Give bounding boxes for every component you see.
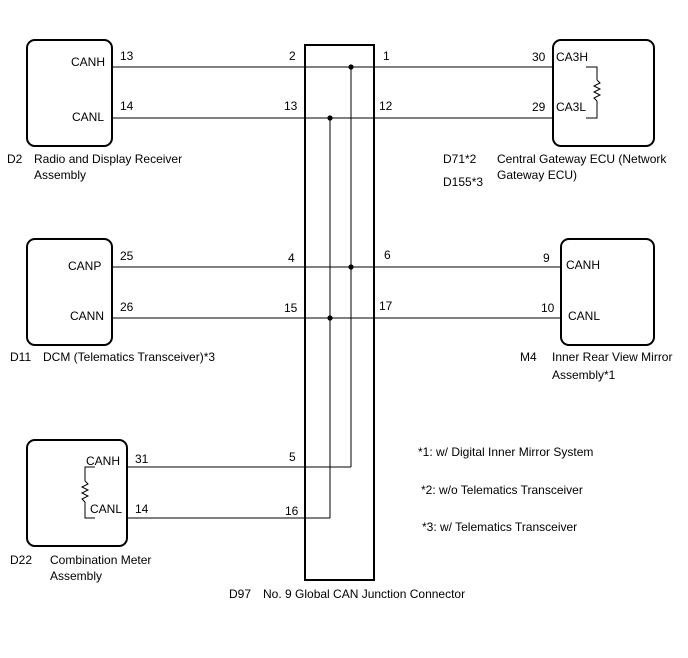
note-2: *2: w/o Telematics Transceiver [421, 483, 583, 497]
m4-component-box [560, 238, 655, 346]
splice-dot-low-top [327, 115, 333, 121]
d22-pin-canl: 14 [135, 502, 149, 516]
d97-pin-left: 2 [289, 49, 296, 63]
splice-dot-high-mid [348, 264, 354, 270]
d2-terminal-canh: CANH [71, 55, 105, 69]
d71-terminal-ca3h: CA3H [556, 50, 588, 64]
m4-pin-canl: 10 [541, 301, 555, 315]
d22-code: D22 [10, 553, 32, 567]
d71-name-line1: Central Gateway ECU (Network [497, 152, 667, 166]
m4-code: M4 [520, 350, 537, 364]
splice-dot-low-mid [327, 315, 333, 321]
d97-name: No. 9 Global CAN Junction Connector [263, 587, 465, 601]
d2-component-box [26, 39, 113, 147]
d11-code: D11 [10, 350, 31, 364]
d71-terminal-ca3l: CA3L [556, 100, 586, 114]
d11-component-box [26, 238, 113, 346]
d71-termination-resistor [586, 66, 602, 119]
m4-terminal-canl: CANL [568, 309, 600, 323]
d71-code-1: D71*2 [443, 152, 477, 166]
d97-junction-connector-box [304, 44, 375, 581]
d97-pin-right: 12 [379, 99, 393, 113]
d97-pin-left: 15 [284, 301, 298, 315]
d71-name-line2: Gateway ECU) [497, 168, 577, 182]
d71-code-2: D155*3 [443, 175, 483, 189]
d2-name-line2: Assembly [34, 168, 86, 182]
d22-component-box [26, 439, 128, 547]
d2-pin-canh: 13 [120, 49, 134, 63]
d22-terminal-canl: CANL [90, 502, 122, 516]
d71-pin-ca3l: 29 [532, 100, 546, 114]
d22-termination-resistor [80, 466, 95, 519]
d11-pin-cann: 26 [120, 300, 134, 314]
m4-terminal-canh: CANH [566, 258, 600, 272]
splice-dot-high-top [348, 64, 354, 70]
d97-pin-left: 4 [288, 251, 295, 265]
d11-pin-canp: 25 [120, 249, 134, 263]
m4-name-line1: Inner Rear View Mirror [552, 350, 672, 364]
d97-pin-left: 5 [289, 450, 296, 464]
d11-name-line1: DCM (Telematics Transceiver)*3 [43, 350, 215, 364]
d11-terminal-canp: CANP [68, 259, 101, 273]
d71-component-box [552, 39, 655, 147]
d2-pin-canl: 14 [120, 99, 134, 113]
d22-name-line2: Assembly [50, 569, 102, 583]
d11-terminal-cann: CANN [70, 309, 104, 323]
d22-name-line1: Combination Meter [50, 553, 151, 567]
d2-name-line1: Radio and Display Receiver [34, 152, 182, 166]
d97-pin-left: 13 [284, 99, 298, 113]
d97-code: D97 [229, 587, 251, 601]
d97-pin-right: 1 [383, 49, 390, 63]
note-1: *1: w/ Digital Inner Mirror System [418, 445, 593, 459]
note-3: *3: w/ Telematics Transceiver [422, 520, 577, 534]
d2-code: D2 [7, 152, 23, 166]
d97-pin-left: 16 [285, 504, 299, 518]
m4-pin-canh: 9 [543, 251, 550, 265]
d22-pin-canh: 31 [135, 452, 149, 466]
d97-pin-right: 6 [384, 248, 391, 262]
d71-pin-ca3h: 30 [532, 50, 546, 64]
d97-pin-right: 17 [379, 299, 393, 313]
m4-name-line2: Assembly*1 [552, 368, 616, 382]
d22-terminal-canh: CANH [86, 454, 120, 468]
d2-terminal-canl: CANL [72, 110, 104, 124]
